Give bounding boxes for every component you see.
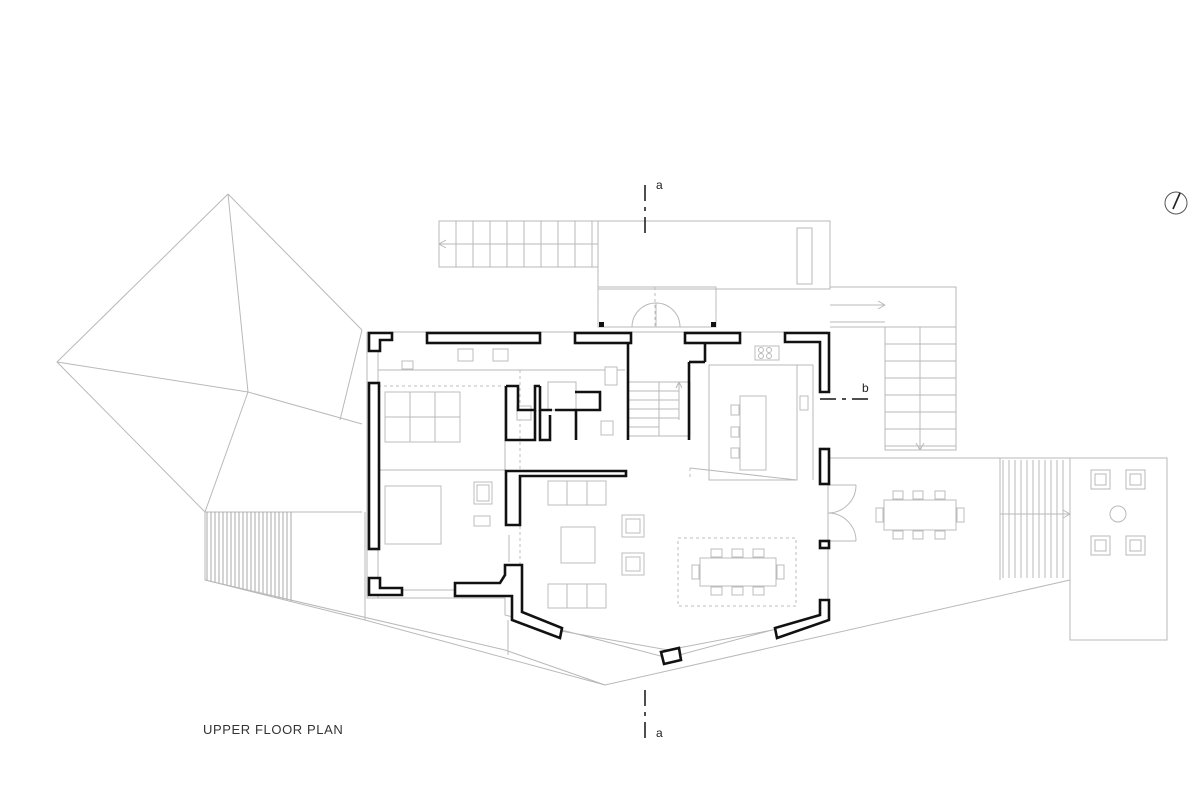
top-terrace [597, 220, 831, 328]
section-line-a-top: a [644, 178, 663, 233]
north-arrow-icon [1164, 191, 1188, 215]
plan-title: UPPER FLOOR PLAN [203, 722, 344, 737]
section-a-bottom-label: a [656, 726, 663, 740]
section-line-a-bottom: a [644, 690, 663, 740]
kitchen [730, 345, 809, 471]
stair-top-left [438, 220, 599, 268]
neighbour-roof [56, 193, 363, 513]
site-edge-lines [204, 512, 1071, 686]
living-room [547, 480, 645, 609]
structural-walls [367, 331, 831, 666]
ramp-hatch [206, 512, 292, 602]
terrace-stair-hatch [1000, 460, 1071, 578]
section-line-b: b [820, 381, 869, 400]
indoor-dining [677, 537, 797, 607]
section-b-label: b [862, 381, 869, 395]
central-stair [627, 381, 691, 437]
stair-right [830, 286, 957, 451]
outdoor-dining-table [875, 490, 965, 540]
bedroom [384, 391, 493, 545]
bathroom [401, 348, 618, 436]
section-a-top-label: a [656, 178, 663, 192]
terrace-door [827, 484, 857, 542]
lower-terrace [830, 457, 1168, 641]
